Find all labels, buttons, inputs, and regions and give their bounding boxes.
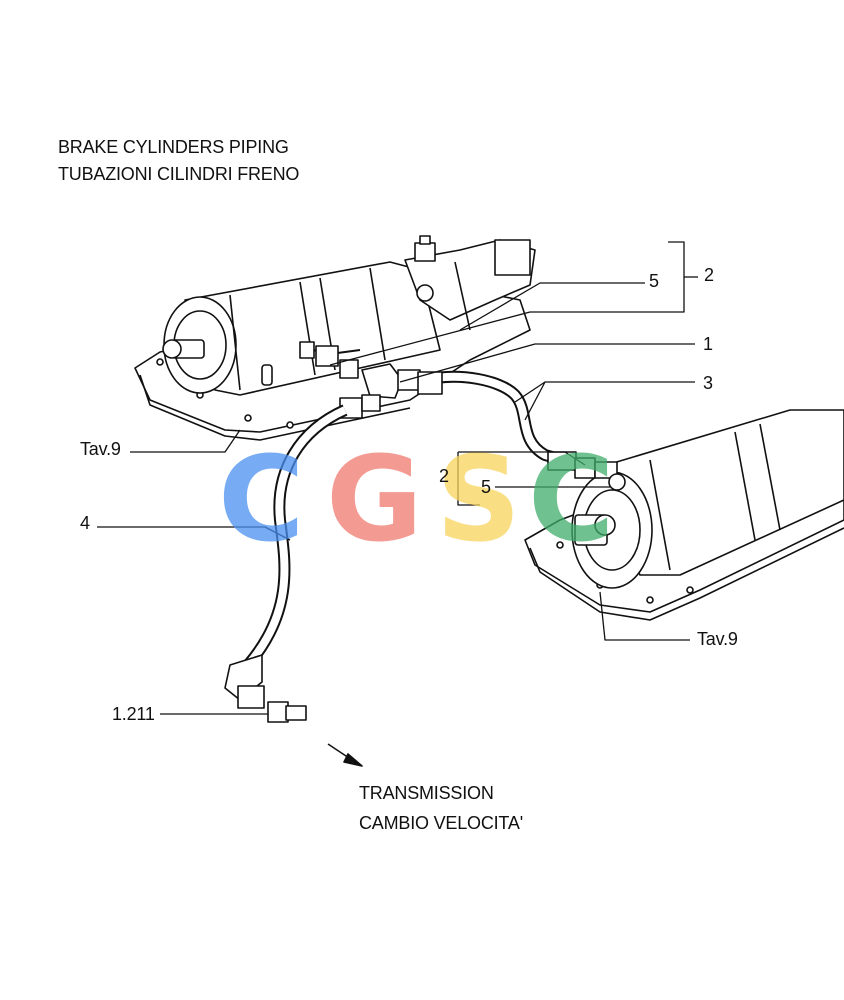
callout-tav9-left: Tav.9	[80, 439, 121, 459]
callout-leaders	[97, 241, 698, 715]
callout-4: 4	[80, 513, 90, 533]
callout-1: 1	[703, 334, 713, 354]
title-english: BRAKE CYLINDERS PIPING	[58, 137, 289, 157]
destination-english: TRANSMISSION	[359, 783, 494, 803]
destination-italian: CAMBIO VELOCITA'	[359, 813, 523, 833]
callout-2-mid: 2	[439, 466, 449, 486]
watermark-letter-c2: C	[528, 430, 615, 568]
right-brake-cylinder	[524, 409, 844, 621]
callout-1-211: 1.211	[112, 704, 155, 724]
title-italian: TUBAZIONI CILINDRI FRENO	[58, 164, 300, 184]
callout-tav9-right: Tav.9	[697, 629, 738, 649]
callout-5-mid: 5	[481, 477, 491, 497]
callout-2-top: 2	[704, 265, 714, 285]
watermark-letter-s: S	[436, 430, 521, 568]
watermark-letter-c1: C	[218, 430, 305, 568]
callout-5-top: 5	[649, 271, 659, 291]
callout-3: 3	[703, 373, 713, 393]
transmission-arrow	[327, 743, 363, 767]
brake-pipes	[224, 341, 626, 723]
cgsc-watermark: C G S C	[218, 440, 638, 560]
watermark-letter-g: G	[326, 430, 423, 568]
